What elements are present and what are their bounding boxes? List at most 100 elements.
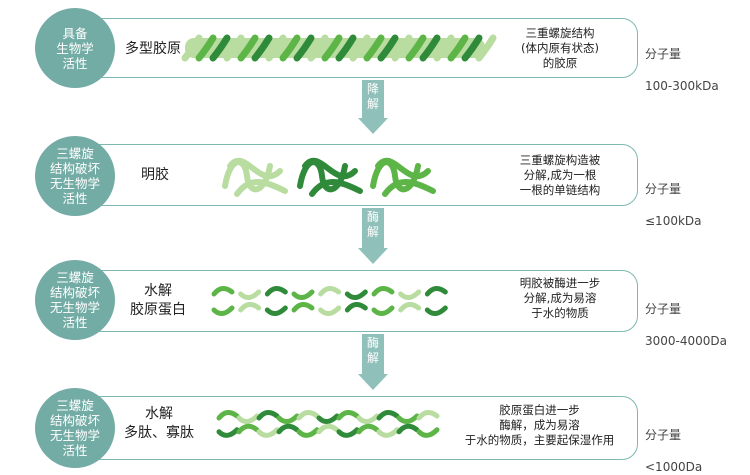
fragment-strand	[216, 410, 240, 421]
rope-strand	[209, 34, 231, 62]
fragment-strand	[264, 305, 288, 316]
coil-strand	[375, 157, 431, 180]
fragment-strand	[318, 286, 342, 297]
arrow-head-1	[358, 118, 388, 134]
stage-desc-2: 三重螺旋构造被 分解,成为一根 一根的单链结构	[519, 153, 601, 197]
fragment-strand	[336, 427, 360, 438]
rope-strand	[419, 34, 441, 62]
fragment-strand	[316, 423, 340, 435]
fragment-strand	[238, 289, 262, 300]
fragment-strand	[344, 302, 368, 313]
rope-strand	[237, 34, 259, 62]
fragment-strand	[398, 289, 422, 300]
rope-strand	[475, 34, 497, 62]
fragment-strand	[424, 305, 448, 316]
fragment-strand	[276, 413, 300, 424]
fragment-strand	[376, 427, 400, 438]
fragment-strand	[398, 302, 422, 313]
stage-desc-1: 三重螺旋结构 (体内原有状态) 的胶原	[521, 26, 599, 70]
rope-strand	[391, 34, 413, 62]
fragment-strand	[371, 305, 395, 316]
arrow-degradation: 降 解	[362, 80, 384, 118]
mw-value-1: 100-300kDa	[645, 79, 719, 93]
mw-value-3: 3000-4000Da	[645, 334, 728, 348]
stage-panel-3	[75, 270, 638, 332]
coil-strand	[302, 157, 358, 180]
fragment-strand	[296, 410, 320, 421]
mw-label-4: 分子量	[645, 428, 682, 442]
fragment-strand	[318, 305, 342, 316]
mw-label-1: 分子量	[645, 47, 682, 61]
arrow-head-2	[358, 248, 388, 264]
fragment-strand	[211, 305, 235, 316]
fragment-strand	[344, 289, 368, 300]
coil-strand	[227, 157, 283, 180]
fragment-strand	[356, 413, 380, 424]
coil-strand	[382, 179, 436, 197]
fragment-strand	[376, 410, 400, 421]
rope-strand	[377, 34, 399, 62]
stage-mw-2: 分子量 ≤100kDa	[645, 165, 702, 229]
fragment-strand	[371, 286, 395, 297]
mw-value-4: <1000Da	[645, 460, 703, 474]
rope-strand	[433, 34, 455, 62]
stage-mw-1: 分子量 100-300kDa	[645, 30, 719, 94]
rope-strand	[195, 34, 217, 62]
stage-name-2: 明胶	[141, 167, 169, 183]
stage-status-badge-3: 三螺旋 结构破坏 无生物学 活性	[35, 260, 115, 340]
mw-label-2: 分子量	[645, 182, 682, 196]
small-fragment-strands-icon	[216, 410, 440, 438]
stage-status-badge-4: 三螺旋 结构破坏 无生物学 活性	[35, 388, 115, 468]
fragment-strand	[256, 410, 280, 421]
rope-strand	[363, 34, 385, 62]
mw-label-3: 分子量	[645, 302, 682, 316]
rope-strand	[307, 34, 329, 62]
fragment-strand	[416, 410, 440, 421]
fragment-strand	[396, 423, 420, 435]
fragment-strand	[238, 302, 262, 313]
fragment-strand	[256, 427, 280, 438]
arrow-enzymolysis-2: 酶 解	[362, 334, 384, 374]
fragment-strands-icon	[211, 286, 448, 316]
fragment-strand	[316, 413, 340, 424]
rope-strand	[405, 34, 427, 62]
arrow-enzymolysis-1: 酶 解	[362, 208, 384, 248]
stage-mw-4: 分子量 <1000Da	[645, 411, 702, 475]
fragment-strand	[236, 423, 260, 435]
fragment-strand	[291, 302, 315, 313]
rope-strand	[321, 34, 343, 62]
fragment-strand	[424, 286, 448, 297]
stage-desc-3: 明胶被酶进一步 分解,成为易溶 于水的物质	[519, 276, 601, 320]
stage-status-badge-1: 具备 生物学 活性	[35, 8, 115, 88]
coil-strand	[309, 179, 363, 197]
stage-name-3: 水解 胶原蛋白	[130, 283, 186, 318]
rope-strand	[349, 34, 371, 62]
fragment-strand	[211, 286, 235, 297]
fragment-strand	[236, 413, 260, 424]
fragment-strand	[336, 410, 360, 421]
rope-strand	[447, 34, 469, 62]
rope-strand	[279, 34, 301, 62]
stage-panel-2	[75, 144, 638, 206]
rope-strand	[293, 34, 315, 62]
fragment-strand	[216, 427, 240, 438]
fragment-strand	[276, 423, 300, 435]
rope-strand	[461, 34, 483, 62]
coil-strand	[234, 179, 288, 197]
fragment-strand	[356, 423, 380, 435]
fragment-strand	[416, 427, 440, 438]
rope-strand	[265, 34, 287, 62]
fragment-strand	[396, 413, 420, 424]
fragment-strand	[264, 286, 288, 297]
rope-strand	[335, 34, 357, 62]
stage-name-4: 水解 多肽、寡肽	[124, 406, 194, 441]
triple-helix-rope-icon	[181, 34, 497, 62]
arrow-head-3	[358, 374, 388, 390]
fragment-strand	[291, 289, 315, 300]
coiled-strands-icon	[222, 157, 436, 197]
mw-value-2: ≤100kDa	[645, 214, 702, 228]
stage-status-badge-2: 三螺旋 结构破坏 无生物学 活性	[35, 136, 115, 216]
stage-mw-3: 分子量 3000-4000Da	[645, 285, 727, 349]
fragment-strand	[296, 427, 320, 438]
